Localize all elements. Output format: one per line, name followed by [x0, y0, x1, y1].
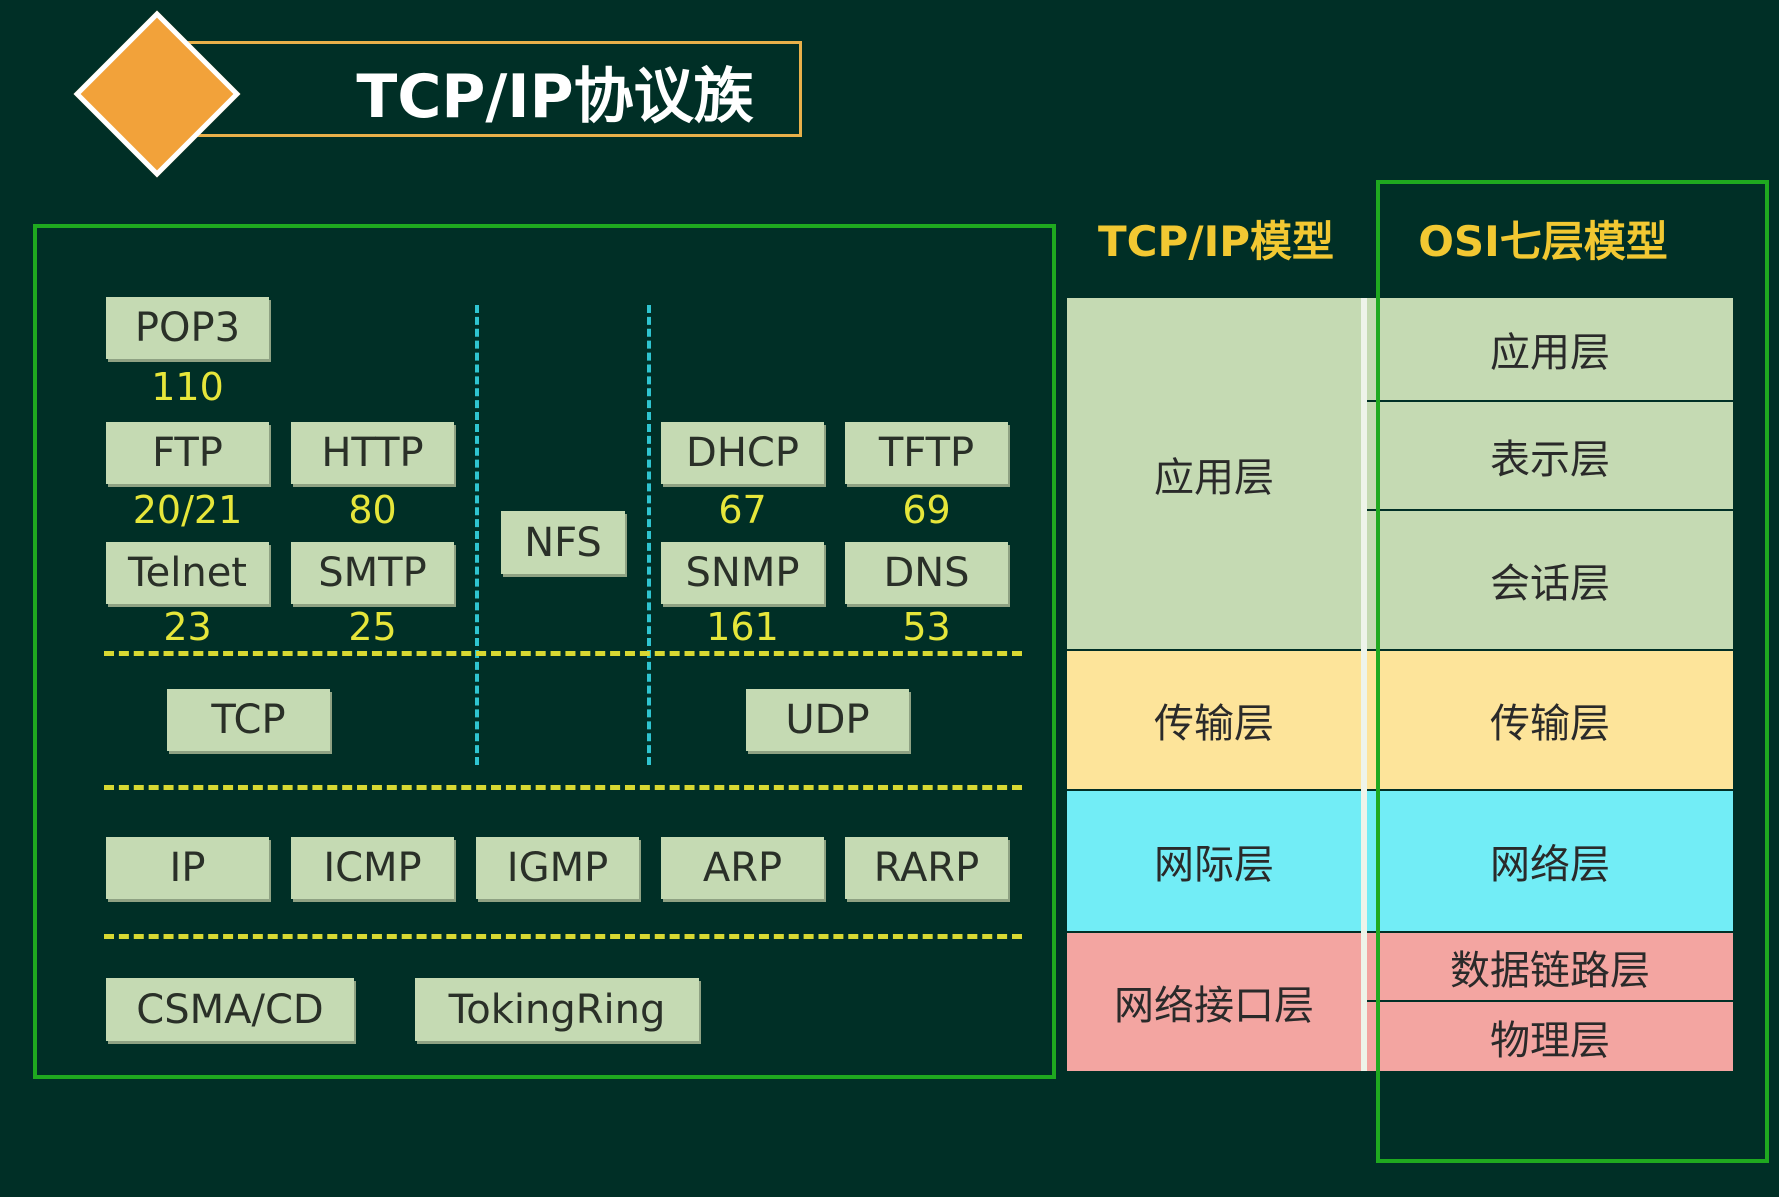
- protocol-tcp: TCP: [167, 689, 330, 751]
- protocol-dhcp: DHCP: [661, 422, 824, 484]
- protocol-snmp: SNMP: [661, 542, 824, 604]
- protocol-suite-frame: [33, 224, 1056, 1079]
- port-tftp: 69: [902, 488, 951, 532]
- tcpip-transport-layer: 传输层: [1067, 651, 1361, 789]
- osi-transport-layer: 传输层: [1367, 651, 1733, 789]
- page-title: TCP/IP协议族: [356, 61, 754, 132]
- osi-network-layer: 网络层: [1367, 791, 1733, 931]
- protocol-csma-cd: CSMA/CD: [106, 978, 354, 1041]
- port-dns: 53: [902, 605, 951, 649]
- tcpip-application-layer: 应用层: [1067, 298, 1361, 649]
- protocol-toking-ring: TokingRing: [415, 978, 699, 1041]
- port-snmp: 161: [706, 605, 779, 649]
- protocol-pop3: POP3: [106, 297, 269, 359]
- port-pop3: 110: [151, 365, 224, 409]
- layer-divider-internet-link: [104, 934, 1022, 939]
- osi-highlight-frame: [1376, 180, 1769, 1163]
- osi-model-heading: OSI七层模型: [1418, 216, 1668, 266]
- protocol-smtp: SMTP: [291, 542, 454, 604]
- osi-application-layer: 应用层: [1367, 298, 1733, 400]
- diamond-icon: [73, 10, 241, 178]
- port-dhcp: 67: [718, 488, 767, 532]
- nfs-left-divider: [475, 305, 479, 765]
- layer-divider-app-transport: [104, 651, 1022, 656]
- protocol-ftp: FTP: [106, 422, 269, 484]
- osi-presentation-layer: 表示层: [1367, 402, 1733, 509]
- protocol-igmp: IGMP: [476, 837, 639, 899]
- protocol-ip: IP: [106, 837, 269, 899]
- protocol-icmp: ICMP: [291, 837, 454, 899]
- port-smtp: 25: [348, 605, 397, 649]
- port-telnet: 23: [163, 605, 212, 649]
- protocol-udp: UDP: [746, 689, 909, 751]
- port-ftp: 20/21: [132, 488, 243, 532]
- model-column-separator: [1361, 298, 1367, 1071]
- tcpip-network-interface-layer: 网络接口层: [1067, 933, 1361, 1071]
- osi-data-link-layer: 数据链路层: [1367, 933, 1733, 1000]
- protocol-rarp: RARP: [845, 837, 1008, 899]
- osi-session-layer: 会话层: [1367, 511, 1733, 649]
- osi-physical-layer: 物理层: [1367, 1002, 1733, 1071]
- protocol-arp: ARP: [661, 837, 824, 899]
- layer-divider-transport-internet: [104, 785, 1022, 790]
- protocol-nfs: NFS: [501, 511, 625, 574]
- protocol-tftp: TFTP: [845, 422, 1008, 484]
- nfs-right-divider: [647, 305, 651, 765]
- protocol-http: HTTP: [291, 422, 454, 484]
- protocol-telnet: Telnet: [106, 542, 269, 604]
- tcpip-internet-layer: 网际层: [1067, 791, 1361, 931]
- port-http: 80: [348, 488, 397, 532]
- tcpip-model-heading: TCP/IP模型: [1097, 216, 1334, 266]
- protocol-dns: DNS: [845, 542, 1008, 604]
